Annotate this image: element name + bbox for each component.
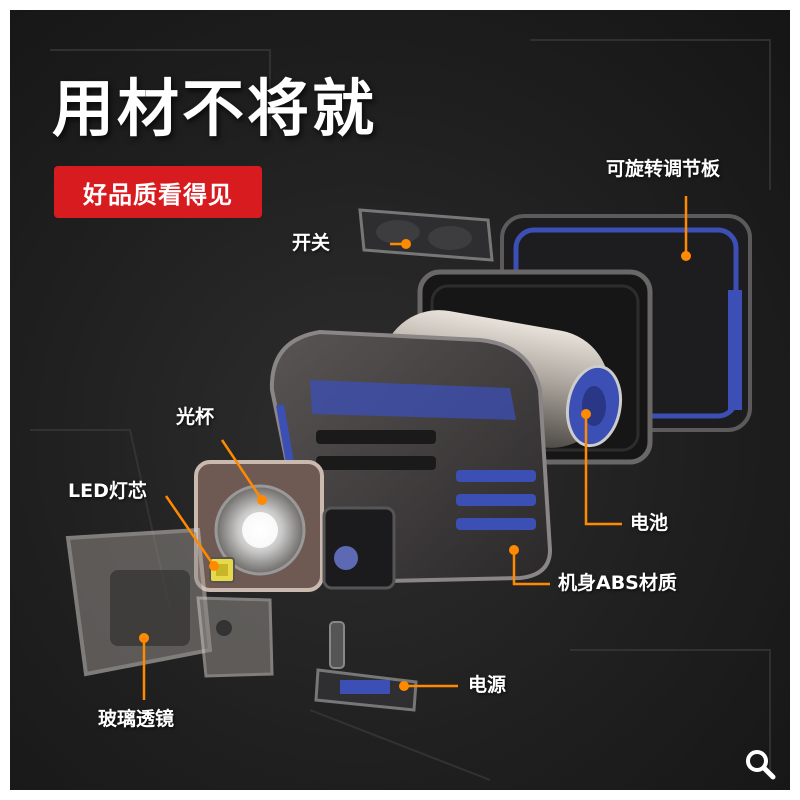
label-power: 电源 (468, 674, 507, 696)
quality-badge: 好品质看得见 (54, 166, 262, 218)
label-lens: 玻璃透镜 (98, 708, 175, 730)
product-exploded-view: 用材不将就 好品质看得见 可旋转调节板 开关 光杯 LED灯芯 电池 机身ABS… (10, 10, 790, 790)
headline: 用材不将就 (52, 72, 378, 145)
power-port-part (314, 621, 418, 712)
label-led: LED灯芯 (68, 480, 147, 502)
leader-dots (139, 239, 691, 691)
label-housing: 机身ABS材质 (558, 572, 677, 594)
label-reflector: 光杯 (176, 406, 215, 428)
reflector-assembly (194, 460, 396, 592)
leader-lines (142, 196, 688, 700)
label-battery: 电池 (630, 512, 669, 534)
switch-part (358, 208, 494, 262)
background-lines (30, 39, 771, 781)
label-switch: 开关 (292, 232, 331, 254)
glass-lens (65, 527, 274, 678)
search-icon[interactable] (742, 746, 778, 782)
label-cover: 可旋转调节板 (606, 158, 721, 180)
exploded-illustration (30, 39, 771, 781)
